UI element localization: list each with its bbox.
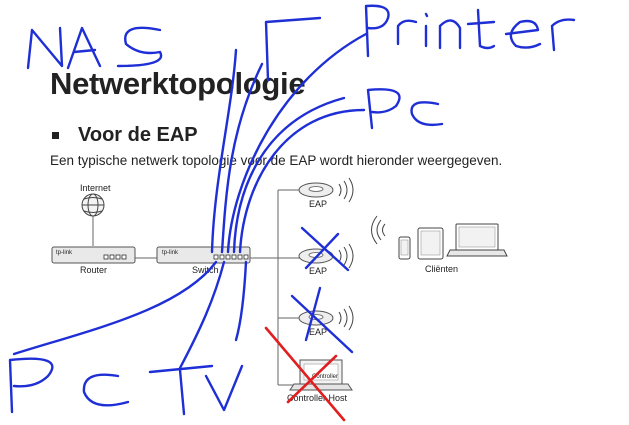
router-label: Router [80, 265, 107, 275]
section-description: Een typische netwerk topologie voor de E… [50, 153, 503, 168]
handwritten-annotations [8, 4, 576, 416]
handwriting-pc-top-p [366, 88, 401, 130]
laptop-icon [446, 223, 508, 257]
handwriting-printer-p [364, 4, 390, 58]
switch-icon: tp-link [156, 246, 251, 264]
eap-2-label: EAP [309, 266, 327, 276]
handwriting-tv-t [148, 364, 214, 416]
clients-label: Cliënten [425, 264, 458, 274]
page-title: Netwerktopologie [50, 66, 306, 101]
eap-1-label: EAP [309, 199, 327, 209]
handwriting-tv-v [204, 364, 244, 412]
cable-pc-bottom [12, 260, 218, 356]
cross-eap-2 [300, 226, 350, 272]
cross-eap-3 [290, 286, 354, 354]
handwriting-pc-bottom-p [8, 357, 54, 414]
eap-3-label: EAP [309, 327, 327, 337]
internet-globe-icon [81, 193, 105, 217]
cable-tv [178, 260, 226, 370]
router-brand: tp-link [56, 250, 73, 256]
handwriting-pc-top-c [410, 101, 444, 127]
handwriting-printer-e [504, 19, 542, 49]
handwriting-printer-r2 [550, 18, 576, 52]
handwriting-printer-i [424, 12, 429, 48]
switch-label: Switch [192, 265, 219, 275]
router-icon: tp-link [51, 246, 136, 264]
eap-trunk-lines [250, 189, 300, 386]
cable-nas [210, 48, 238, 254]
cable-tv-2 [234, 260, 248, 342]
phone-icon [398, 236, 411, 260]
handwriting-nas-s [116, 26, 163, 68]
clients-wifi-icon [371, 215, 386, 245]
bullet-marker [52, 132, 59, 139]
cross-controller-host [264, 326, 346, 422]
handwriting-printer-t [466, 8, 496, 50]
section-heading: Voor de EAP [78, 124, 198, 146]
switch-brand: tp-link [162, 250, 179, 256]
handwriting-printer-r [396, 19, 418, 46]
cable-pc-top-2 [238, 108, 366, 254]
controller-laptop-icon: Controller [289, 359, 353, 391]
controller-screen-label: Controller [312, 374, 338, 380]
tablet-icon [417, 227, 444, 260]
handwriting-pc-bottom-c [82, 373, 130, 407]
controller-host-label: Controller Host [287, 393, 348, 403]
cable-printer [226, 32, 368, 254]
handwriting-nas-a [66, 26, 102, 70]
handwriting-bracket [264, 16, 322, 82]
cable-pc-top [232, 96, 346, 254]
cable-bracket [220, 62, 264, 254]
eap-1-icon [298, 177, 354, 203]
handwriting-printer-n [438, 19, 462, 50]
handwriting-nas-n [26, 26, 64, 70]
internet-label: Internet [80, 183, 111, 193]
